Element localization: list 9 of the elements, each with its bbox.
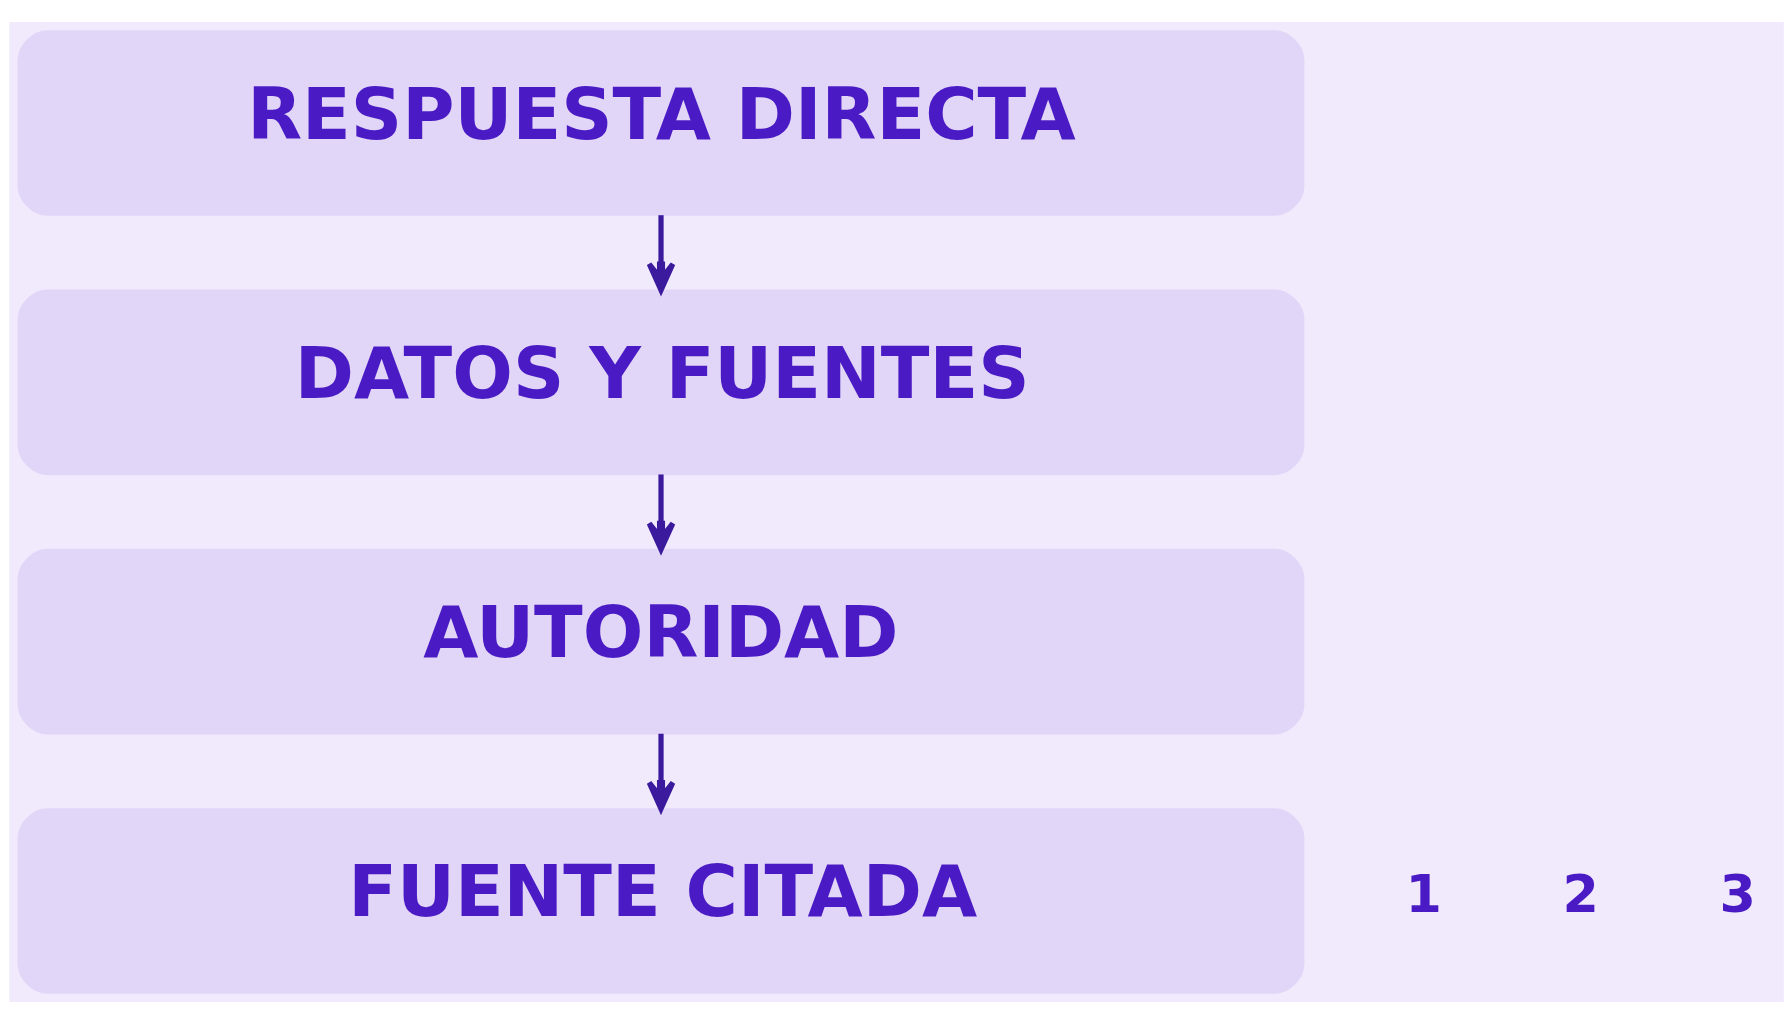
node-box: FUENTE CITADA	[17, 808, 1304, 994]
arrow	[646, 474, 675, 553]
label: 3	[1719, 862, 1756, 924]
label: 2	[1562, 862, 1599, 924]
node-box: AUTORIDAD	[17, 548, 1304, 735]
label: 1	[1405, 862, 1442, 924]
node-box: RESPUESTA DIRECTA	[17, 30, 1304, 216]
arrow	[646, 733, 675, 812]
node-box: DATOS Y FUENTES	[17, 289, 1304, 476]
